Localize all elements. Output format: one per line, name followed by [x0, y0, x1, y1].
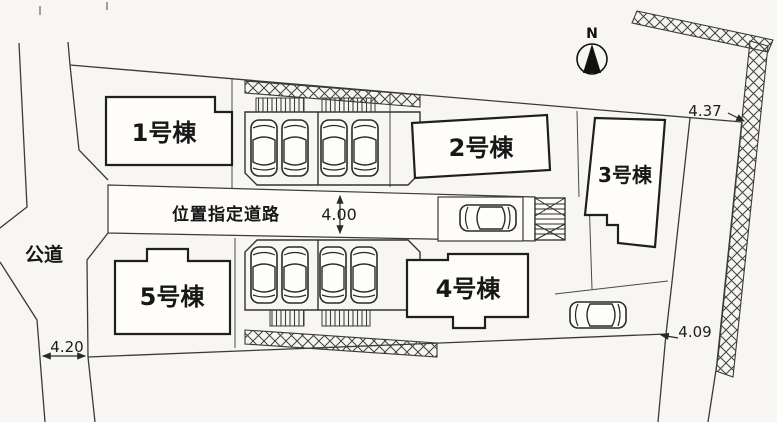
north-label: N [586, 26, 598, 42]
building-3-label: 3号棟 [598, 163, 653, 187]
building-2-label: 2号棟 [449, 134, 515, 162]
road-width-value: 4.00 [321, 205, 357, 224]
car-icon [281, 246, 309, 304]
car-icon [459, 204, 517, 232]
car-icon [319, 246, 347, 304]
measurement-bottom-left-value: 4.20 [50, 338, 83, 356]
building-5-label: 5号棟 [140, 283, 206, 311]
public-road-far-edge-lower [0, 261, 46, 422]
parking-bay-south [244, 239, 421, 327]
measurement-top-right-value: 4.37 [688, 102, 721, 120]
hedge-strip [321, 97, 376, 113]
hedge-strip [255, 97, 305, 113]
lot-divider-3 [576, 110, 580, 198]
building-4-shape [405, 252, 530, 330]
hatch-strip-east [715, 40, 769, 378]
measurement-top-right: 4.37 [688, 102, 746, 122]
measurement-bottom-right: 4.09 [659, 323, 712, 341]
car-icon [569, 301, 627, 329]
parcel-west-boundary [69, 64, 109, 181]
car-icon [250, 246, 278, 304]
building-2: 2号棟 [410, 113, 552, 180]
car-icon [350, 246, 378, 304]
building-5: 5号棟 [113, 247, 232, 336]
public-road-label: 公道 [25, 243, 63, 266]
parcel-east-boundary [657, 117, 691, 422]
measurement-bottom-right-value: 4.09 [678, 323, 711, 341]
building-1-label: 1号棟 [132, 119, 198, 147]
lot-divider-diagonal [554, 280, 669, 295]
hatch-strip-top-right [631, 10, 774, 53]
building-1: 1号棟 [104, 95, 234, 167]
building-4-label: 4号棟 [436, 275, 502, 303]
hatched-strips [244, 10, 774, 378]
hedge-strip [321, 309, 371, 327]
parking-bay-north [244, 97, 421, 186]
hatch-strip-north-parking [244, 80, 421, 108]
building-3: 3号棟 [583, 116, 667, 249]
stairs-icon [534, 197, 566, 241]
designated-road: 位置指定道路 4.00 [107, 184, 566, 242]
building-4-highlighted: 4号棟 [405, 252, 530, 330]
car-icon [320, 119, 348, 177]
car-icon [281, 119, 309, 177]
hatch-strip-south-parking [244, 329, 438, 358]
car-icon [250, 119, 278, 177]
car-icon [351, 119, 379, 177]
public-road-far-edge [0, 42, 28, 229]
north-arrow-icon [583, 44, 601, 73]
designated-road-label: 位置指定道路 [172, 204, 280, 225]
hedge-strip [269, 309, 305, 327]
north-compass: N [576, 26, 608, 75]
measurement-bottom-left: 4.20 [41, 338, 87, 360]
